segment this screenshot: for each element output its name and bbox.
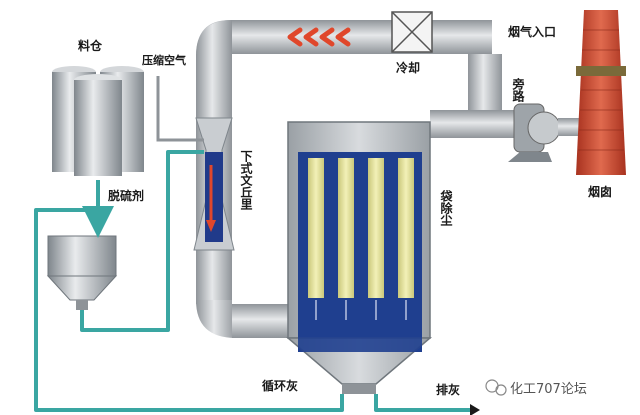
label-material-bin: 料仓	[78, 38, 103, 53]
compressed-air-line	[156, 76, 204, 142]
label-ash-discharge: 排灰	[436, 382, 460, 397]
watermark: 化工707论坛	[485, 379, 587, 397]
material-silos	[52, 66, 144, 176]
label-compressed-air: 压缩空气	[142, 53, 186, 67]
mixing-hopper	[46, 235, 118, 310]
label-bypass: 旁路	[511, 77, 525, 103]
ash-discharge-arrow	[470, 404, 480, 415]
bag-filter	[285, 121, 433, 394]
venturi-reactor	[193, 117, 235, 251]
watermark-text: 化工707论坛	[510, 382, 587, 397]
induced-draft-fan	[508, 103, 584, 162]
chimney	[576, 10, 626, 175]
label-desulfurizer: 脱硫剂	[108, 188, 144, 203]
label-bag-filter: 袋除尘	[439, 189, 453, 227]
label-cooling: 冷却	[396, 60, 420, 75]
teal-lines	[34, 150, 470, 412]
bypass-duct	[430, 54, 530, 138]
cooling-damper	[391, 11, 433, 53]
label-flue-gas-inlet: 烟气入口	[508, 24, 556, 39]
label-venturi: 下式文丘里	[239, 150, 253, 211]
label-recycled-ash: 循环灰	[262, 378, 298, 393]
label-chimney: 烟囱	[588, 184, 612, 199]
flow-arrows	[287, 27, 351, 47]
main-duct	[196, 20, 492, 338]
